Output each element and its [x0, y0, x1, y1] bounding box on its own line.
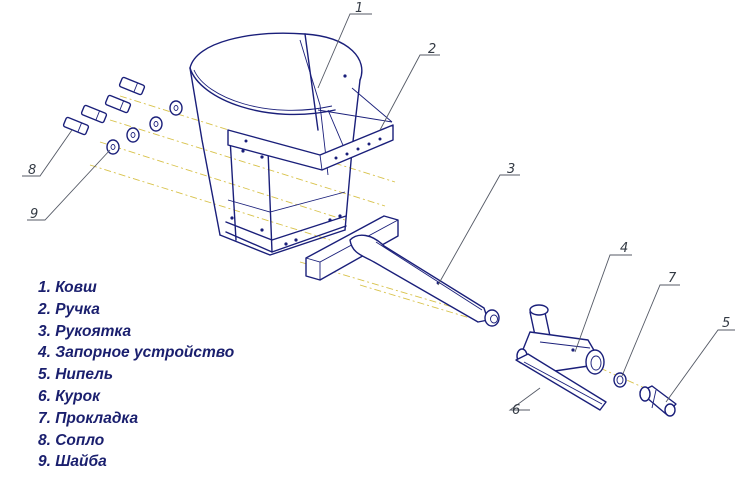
- legend-item-handle: 2. Ручка: [38, 300, 100, 318]
- callout-1: 1: [355, 1, 363, 16]
- grip-part: [305, 215, 500, 327]
- legend-item-hopper: 1. Ковш: [38, 279, 97, 296]
- legend-item-washer: 9. Шайба: [38, 453, 107, 471]
- callout-5: 5: [722, 316, 730, 331]
- callout-7: 7: [668, 271, 677, 286]
- handle-bar-part: [227, 87, 394, 171]
- legend-item-nipple: 5. Нипель: [38, 366, 114, 384]
- trigger-part: [515, 353, 607, 411]
- callout-9: 9: [30, 207, 38, 222]
- callout-2: 2: [428, 42, 436, 57]
- gasket-part: [613, 372, 627, 388]
- callout-4: 4: [620, 241, 628, 256]
- callout-3: 3: [507, 162, 515, 177]
- hopper-part: [189, 32, 363, 256]
- nipple-part: [639, 385, 677, 417]
- legend-item-nozzle: 8. Сопло: [38, 431, 105, 449]
- leader-lines: [22, 13, 735, 411]
- callout-6: 6: [512, 403, 520, 418]
- callout-8: 8: [28, 163, 36, 178]
- nozzles-part: [62, 76, 146, 136]
- legend-item-trigger: 6. Курок: [38, 387, 100, 405]
- legend-item-shutoff-valve: 4. Запорное устройство: [38, 344, 235, 362]
- parts-legend: 1. Ковш 2. Ручка 3. Рукоятка 4. Запорное…: [38, 277, 234, 473]
- legend-item-gasket: 7. Прокладка: [38, 409, 139, 427]
- legend-item-grip: 3. Рукоятка: [38, 322, 132, 340]
